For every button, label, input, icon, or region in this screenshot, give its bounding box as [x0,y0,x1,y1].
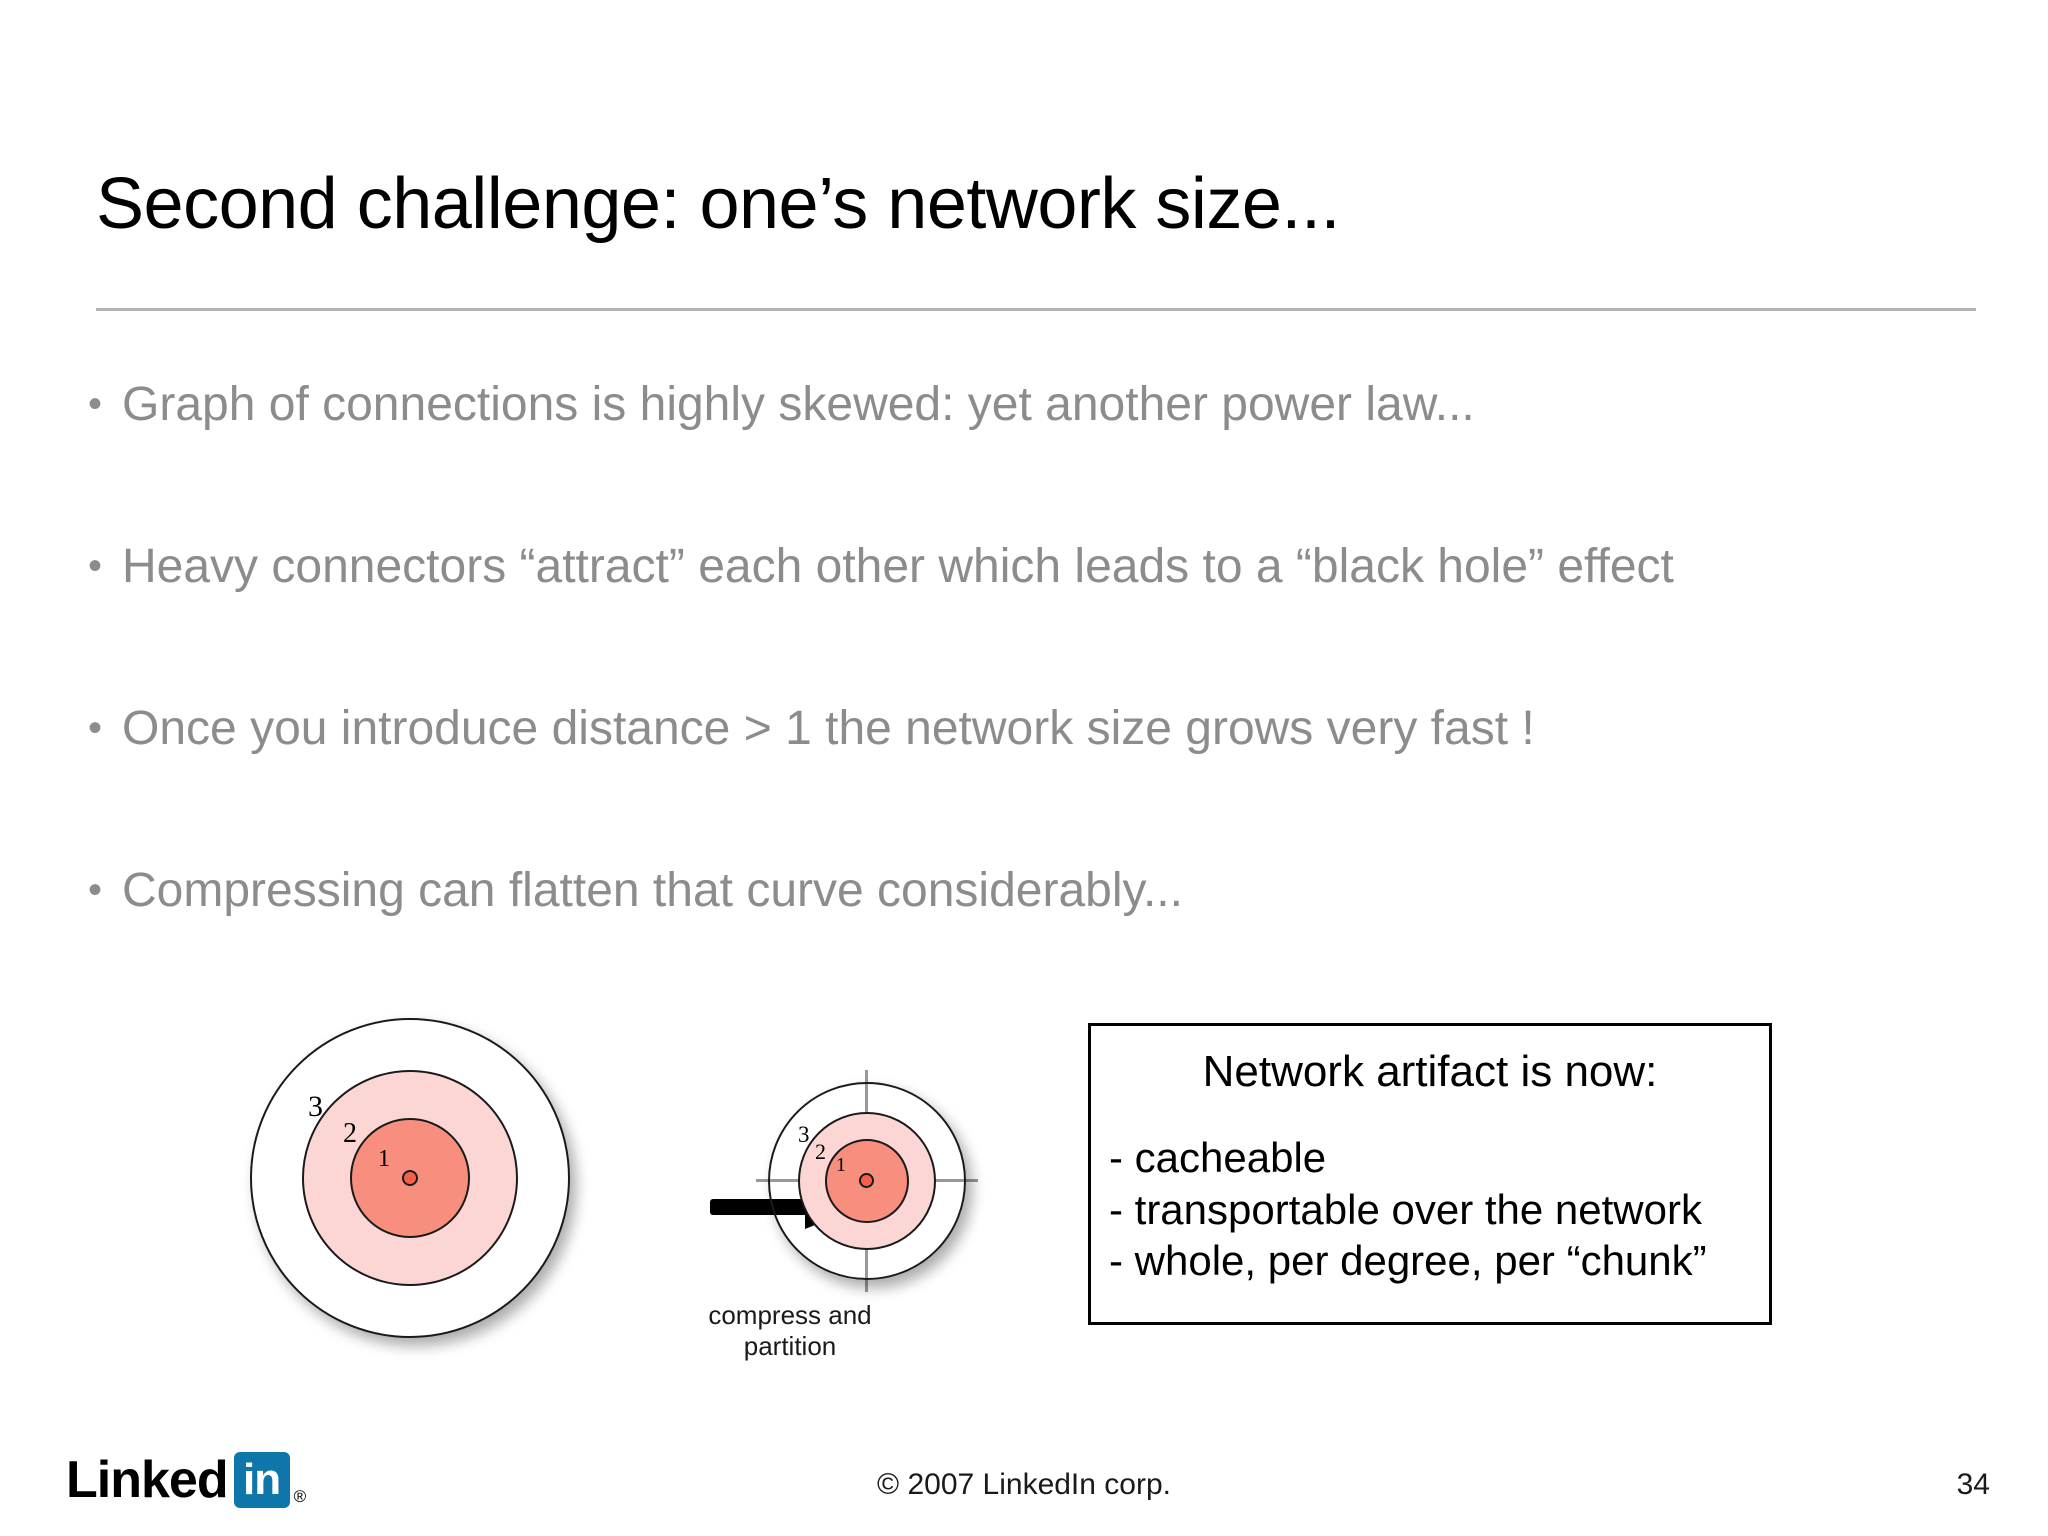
degree-3-ring [768,1082,966,1280]
ring-label-3: 3 [798,1122,810,1147]
copyright-text: © 2007 LinkedIn corp. [877,1468,1171,1501]
bullet-text-2: Heavy connectors “attract” each other wh… [122,540,1674,593]
page-title: Second challenge: one’s network size... [96,164,1340,244]
bullet-marker-icon: • [88,868,103,912]
info-item-1: - cacheable [1109,1134,1327,1182]
ring-label-1: 1 [378,1146,390,1172]
bullet-item-1: • Graph of connections is highly skewed:… [88,378,1988,542]
bullet-item-2: • Heavy connectors “attract” each other … [88,540,1988,704]
bullet-marker-icon: • [88,706,103,750]
compressed-network-target-group: 3 2 1 [756,1070,978,1292]
info-item-2: - transportable over the network [1109,1185,1702,1233]
ring-label-3: 3 [308,1090,323,1123]
linkedin-logo: Linked in ® [66,1449,306,1511]
title-divider [96,308,1976,311]
center-node-dot [402,1170,418,1186]
ring-label-2: 2 [343,1118,357,1149]
uncompressed-network-target: 3 2 1 [250,1018,570,1338]
network-compression-diagram: 3 2 1 compress and partition 3 2 1 [250,1000,978,1380]
ring-label-2: 2 [815,1139,826,1164]
bullet-item-3: • Once you introduce distance > 1 the ne… [88,702,1988,866]
network-artifact-box: Network artifact is now: - cacheable - t… [1088,1023,1772,1325]
center-node-dot [859,1173,874,1188]
ring-label-1: 1 [836,1154,846,1176]
page-number: 34 [1956,1468,1990,1501]
info-box-list: - cacheable - transportable over the net… [1091,1132,1769,1286]
bullet-marker-icon: • [88,544,103,588]
logo-wordmark: Linked [66,1451,229,1509]
info-box-title: Network artifact is now: [1202,1047,1658,1096]
bullet-text-4: Compressing can flatten that curve consi… [122,864,1183,917]
bullet-text-1: Graph of connections is highly skewed: y… [122,378,1475,431]
bullet-text-3: Once you introduce distance > 1 the netw… [122,702,1535,755]
info-item-3: - whole, per degree, per “chunk” [1109,1236,1707,1284]
bullet-list: • Graph of connections is highly skewed:… [88,378,1988,1028]
logo-in-badge-icon: in [233,1452,290,1508]
arrow-caption: compress and partition [708,1300,872,1362]
bullet-marker-icon: • [88,382,103,426]
logo-registered-mark: ® [293,1487,307,1506]
degree-2-ring [302,1070,518,1286]
bullet-item-4: • Compressing can flatten that curve con… [88,864,1988,1028]
